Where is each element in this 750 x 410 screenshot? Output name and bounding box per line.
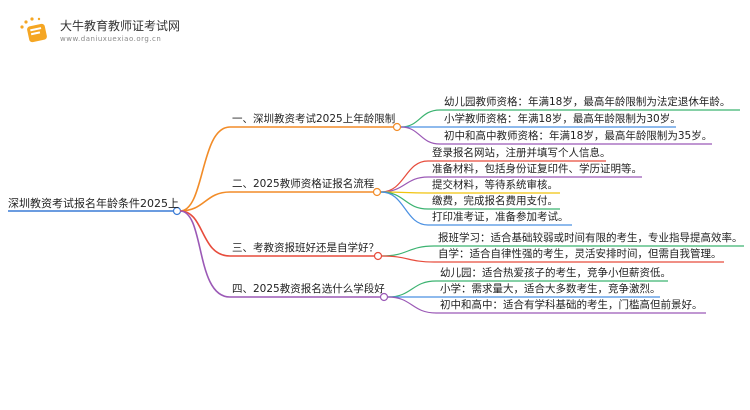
brand-url: www.daniuxuexiao.org.cn	[60, 35, 162, 43]
branch-class-vs-self-study: 三、考教资报班好还是自学好？	[232, 242, 379, 254]
leaf-kindergarten-age: 幼儿园教师资格：年满18岁，最高年龄限制为法定退休年龄。	[444, 96, 731, 108]
root-topic: 深圳教资考试报名年龄条件2025上	[8, 197, 179, 210]
branch-registration-process: 二、2025教师资格证报名流程	[232, 178, 375, 190]
branch-stage-choice: 四、2025教资报名选什么学段好	[232, 283, 385, 295]
leaf-stage-kindergarten: 幼儿园：适合热爱孩子的考生，竞争小但薪资低。	[440, 267, 671, 279]
leaf-step-pay: 缴费，完成报名费用支付。	[432, 195, 558, 207]
leaf-stage-primary: 小学：需求量大，适合大多数考生，竞争激烈。	[440, 283, 661, 295]
brand-title: 大牛教育教师证考试网	[60, 19, 181, 33]
leaf-class-study: 报班学习：适合基础较弱或时间有限的考生，专业指导提高效率。	[438, 232, 743, 244]
branch-age-limit: 一、深圳教资考试2025上年龄限制	[232, 113, 396, 125]
logo-icon	[20, 17, 47, 43]
leaf-step-register: 登录报名网站，注册并填写个人信息。	[432, 147, 611, 159]
leaf-step-submit: 提交材料，等待系统审核。	[432, 179, 558, 191]
leaf-primary-age: 小学教师资格：年满18岁，最高年龄限制为30岁。	[444, 113, 681, 125]
leaf-step-print: 打印准考证，准备参加考试。	[432, 211, 569, 223]
leaf-stage-secondary: 初中和高中：适合有学科基础的考生，门槛高但前景好。	[440, 299, 703, 311]
leaf-step-materials: 准备材料，包括身份证复印件、学历证明等。	[432, 163, 642, 175]
leaf-self-study: 自学：适合自律性强的考生，灵活安排时间，但需自我管理。	[438, 248, 722, 260]
leaf-secondary-age: 初中和高中教师资格：年满18岁，最高年龄限制为35岁。	[444, 130, 713, 142]
